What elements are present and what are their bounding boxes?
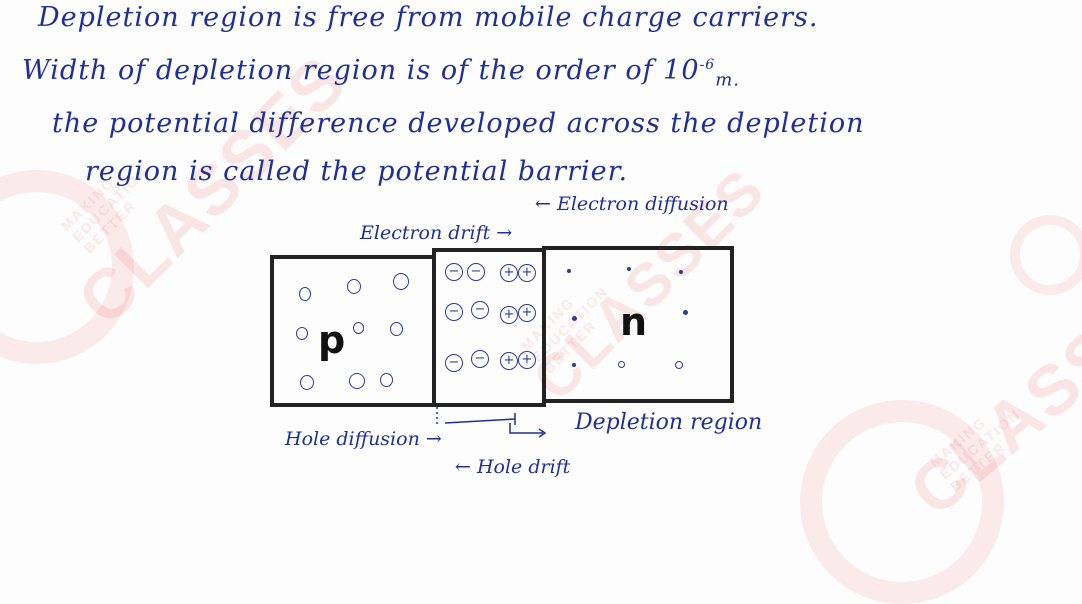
note-line-3: the potential difference developed acros… <box>52 108 865 139</box>
n-region <box>542 246 734 403</box>
hole-diffusion-label: Hole diffusion → <box>285 428 442 450</box>
note-line-2-text: Width of depletion region is of the orde… <box>22 55 700 86</box>
electron-diffusion-label: ← Electron diffusion <box>535 193 729 215</box>
p-region-label: p <box>318 318 346 362</box>
note-line-4: region is called the potential barrier. <box>85 156 629 187</box>
note-line-1: Depletion region is free from mobile cha… <box>38 2 819 33</box>
hole-drift-label: ← Hole drift <box>455 456 571 478</box>
depletion-width-marker <box>436 407 547 438</box>
note-line-2: Width of depletion region is of the orde… <box>22 55 740 90</box>
order-unit: m. <box>715 69 740 91</box>
electron-drift-label: Electron drift → <box>360 222 513 244</box>
depletion-region-label: Depletion region <box>575 410 763 435</box>
n-region-label: n <box>620 300 648 344</box>
order-exponent: -6 <box>699 57 716 73</box>
